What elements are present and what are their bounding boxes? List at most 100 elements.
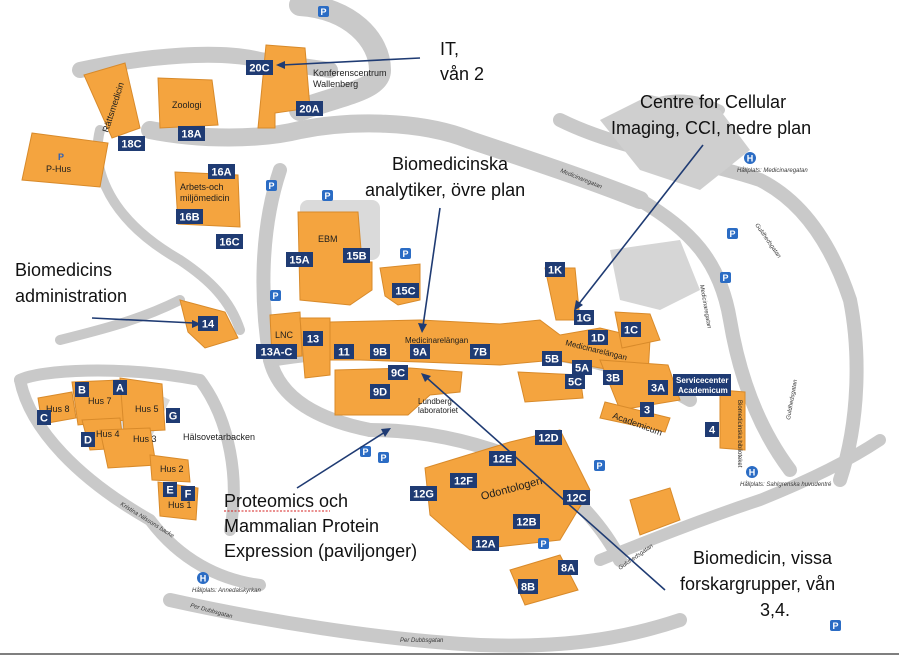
building-label-text: 15A (289, 255, 309, 267)
parking-icon: P (727, 228, 738, 239)
callout-proteomics-line1: Proteomics och (224, 491, 348, 511)
building-label-1g: 1G (574, 310, 594, 325)
arrowhead-it (276, 61, 285, 69)
building-label-text: 3 (644, 405, 650, 417)
building-label-text: 12B (516, 517, 536, 529)
building-hus2 (149, 454, 191, 483)
svg-text:P: P (380, 453, 386, 463)
building-label-box (163, 482, 177, 497)
building-label-box (303, 331, 323, 346)
arrow-admin (91, 317, 195, 324)
street-medicinaregatan-2: Medicinaregatan (698, 284, 712, 329)
building-label-box (648, 380, 668, 395)
building-label-box (216, 234, 243, 249)
building-label-box (450, 473, 477, 488)
building-label-text: 9A (413, 347, 427, 359)
svg-text:H: H (749, 468, 756, 478)
building-label-box (574, 310, 594, 325)
building-label-box (286, 252, 313, 267)
building-label-text: 1G (577, 313, 592, 325)
building-label-5a: 5A (572, 360, 592, 375)
parking-icon: P (594, 460, 605, 471)
building-label-box (640, 402, 654, 417)
svg-text:P: P (272, 291, 278, 301)
building-label-box (246, 60, 273, 75)
stop-medicinaregatan: Hållplats: Medicinaregatan (737, 167, 808, 174)
building-label-box (470, 344, 490, 359)
building-label-15c: 15C (392, 283, 419, 298)
building-label-7b: 7B (470, 344, 490, 359)
building-label-box (535, 430, 562, 445)
building-label-box (178, 126, 205, 141)
building-label-box (81, 432, 95, 447)
bus-stop-icons: HHH (197, 152, 758, 584)
callout-admin-line2: administration (15, 286, 127, 306)
building-label-text: 15C (395, 286, 415, 298)
svg-text:P: P (596, 461, 602, 471)
building-label-text: 5B (545, 354, 559, 366)
svg-text:P: P (832, 621, 838, 631)
name-zoologi: Zoologi (172, 100, 202, 110)
parking-icon: P (266, 180, 277, 191)
building-label-text: 9D (373, 387, 387, 399)
arrow-bioanalys (422, 207, 441, 327)
building-label-box (118, 136, 145, 151)
building-13 (299, 317, 331, 379)
building-label-box (113, 380, 127, 395)
building-label-box (388, 365, 408, 380)
building-label-box (334, 344, 354, 359)
building-rattsmedicin (83, 62, 141, 139)
name-hus7: Hus 7 (88, 396, 112, 406)
building-label-3a: 3A (648, 380, 668, 395)
building-label-11: 11 (334, 344, 354, 359)
building-label-box (370, 384, 390, 399)
building-label-box (181, 486, 195, 501)
arrowhead-cci (574, 300, 583, 311)
building-label-box (37, 410, 51, 425)
building-label-box (166, 408, 180, 423)
parking-icon: P (400, 248, 411, 259)
building-4 (719, 389, 746, 451)
building-label-5c: 5C (565, 374, 585, 389)
building-label-box (489, 451, 516, 466)
building-label-box (705, 422, 719, 437)
servicecenter-line1: Servicecenter (676, 376, 728, 385)
building-label-12e: 12E (489, 451, 516, 466)
callout-proteomics-och: och (314, 491, 348, 511)
building-label-box (588, 330, 608, 345)
building-label-15a: 15A (286, 252, 313, 267)
stop-sahlgrenska: Hållplats: Sahlgrenska huvudentré (740, 481, 832, 488)
building-label-9a: 9A (410, 344, 430, 359)
building-label-text: 20A (299, 104, 319, 116)
building-label-text: 13A-C (261, 347, 293, 359)
building-label-b: B (75, 382, 89, 397)
building-label-box (542, 351, 562, 366)
building-label-box (472, 536, 499, 551)
building-label-f: F (181, 486, 195, 501)
name-hus1: Hus 1 (168, 500, 192, 510)
name-medlangan1: Medicinarelängan (405, 336, 468, 345)
building-label-9b: 9B (370, 344, 390, 359)
building-zoologi (157, 77, 219, 129)
svg-text:P: P (402, 249, 408, 259)
building-label-box (565, 374, 585, 389)
building-label-14: 14 (198, 316, 218, 331)
parking-icon: P (538, 538, 549, 549)
building-label-text: 5A (575, 363, 589, 375)
svg-text:P: P (729, 229, 735, 239)
callout-proteomics-line3: Expression (paviljonger) (224, 541, 417, 561)
svg-text:H: H (200, 574, 207, 584)
callout-arrows (91, 57, 704, 591)
svg-text:P: P (324, 191, 330, 201)
parking-icon: P (830, 620, 841, 631)
building-label-5b: 5B (542, 351, 562, 366)
building-label-box (603, 370, 623, 385)
stop-annedal: Hållplats: Annedalskyrkan (192, 587, 261, 594)
callouts: IT, vån 2 Centre for Cellular Imaging, C… (15, 39, 835, 620)
building-label-box (208, 164, 235, 179)
building-label-12b: 12B (513, 514, 540, 529)
name-hus2: Hus 2 (160, 464, 184, 474)
building-label-12g: 12G (410, 486, 437, 501)
